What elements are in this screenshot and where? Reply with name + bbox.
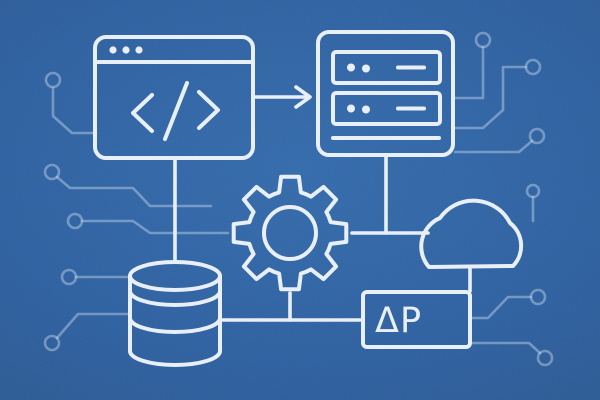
blueprint-illustration: ΔP (0, 0, 600, 400)
paper-grain-texture (0, 0, 600, 400)
architecture-diagram: ΔP (0, 0, 600, 400)
